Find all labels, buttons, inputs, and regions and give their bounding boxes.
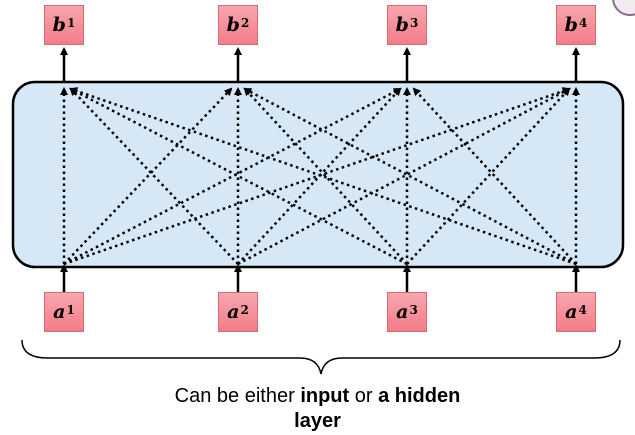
output-node-letter: b — [564, 14, 578, 36]
io-arrows — [60, 47, 580, 292]
connection-a4-b2 — [243, 87, 577, 266]
caption-bold-input: input — [300, 385, 350, 407]
input-node-letter: a — [227, 301, 240, 323]
output-node-letter: b — [52, 14, 66, 36]
input-node-index: 2 — [240, 303, 249, 317]
input-node-letter: a — [565, 301, 578, 323]
caption-prefix: Can be either — [174, 385, 301, 407]
connection-a2-b1 — [69, 87, 239, 265]
caption: Can be either input or a hidden layer — [0, 384, 635, 434]
input-node-index: 1 — [66, 303, 75, 317]
input-node-index: 4 — [578, 303, 587, 317]
attention-connections — [60, 87, 580, 266]
input-node-index: 3 — [409, 303, 418, 317]
output-node-letter: b — [395, 14, 409, 36]
curly-brace — [21, 339, 621, 375]
caption-line2: layer — [294, 410, 341, 432]
connection-a3-b4 — [406, 87, 571, 265]
connection-a4-b1 — [69, 87, 577, 266]
connection-a3-b2 — [243, 87, 408, 265]
caption-bold-hidden: a hidden — [378, 385, 461, 407]
input-node-letter: a — [53, 301, 66, 323]
attention-layer-box — [11, 80, 625, 269]
connection-a4-b3 — [412, 87, 577, 265]
output-node-index: 3 — [409, 16, 419, 30]
connection-a1-b2 — [63, 87, 233, 265]
output-node-index: 1 — [66, 16, 76, 30]
output-node-letter: b — [226, 14, 240, 36]
connection-a2-b4 — [237, 87, 571, 266]
output-node-index: 2 — [240, 16, 250, 30]
connection-a1-b4 — [63, 87, 571, 266]
input-node-letter: a — [396, 301, 409, 323]
connection-a2-b3 — [237, 87, 402, 265]
output-node-index: 4 — [578, 16, 588, 30]
caption-middle: or — [349, 385, 379, 407]
